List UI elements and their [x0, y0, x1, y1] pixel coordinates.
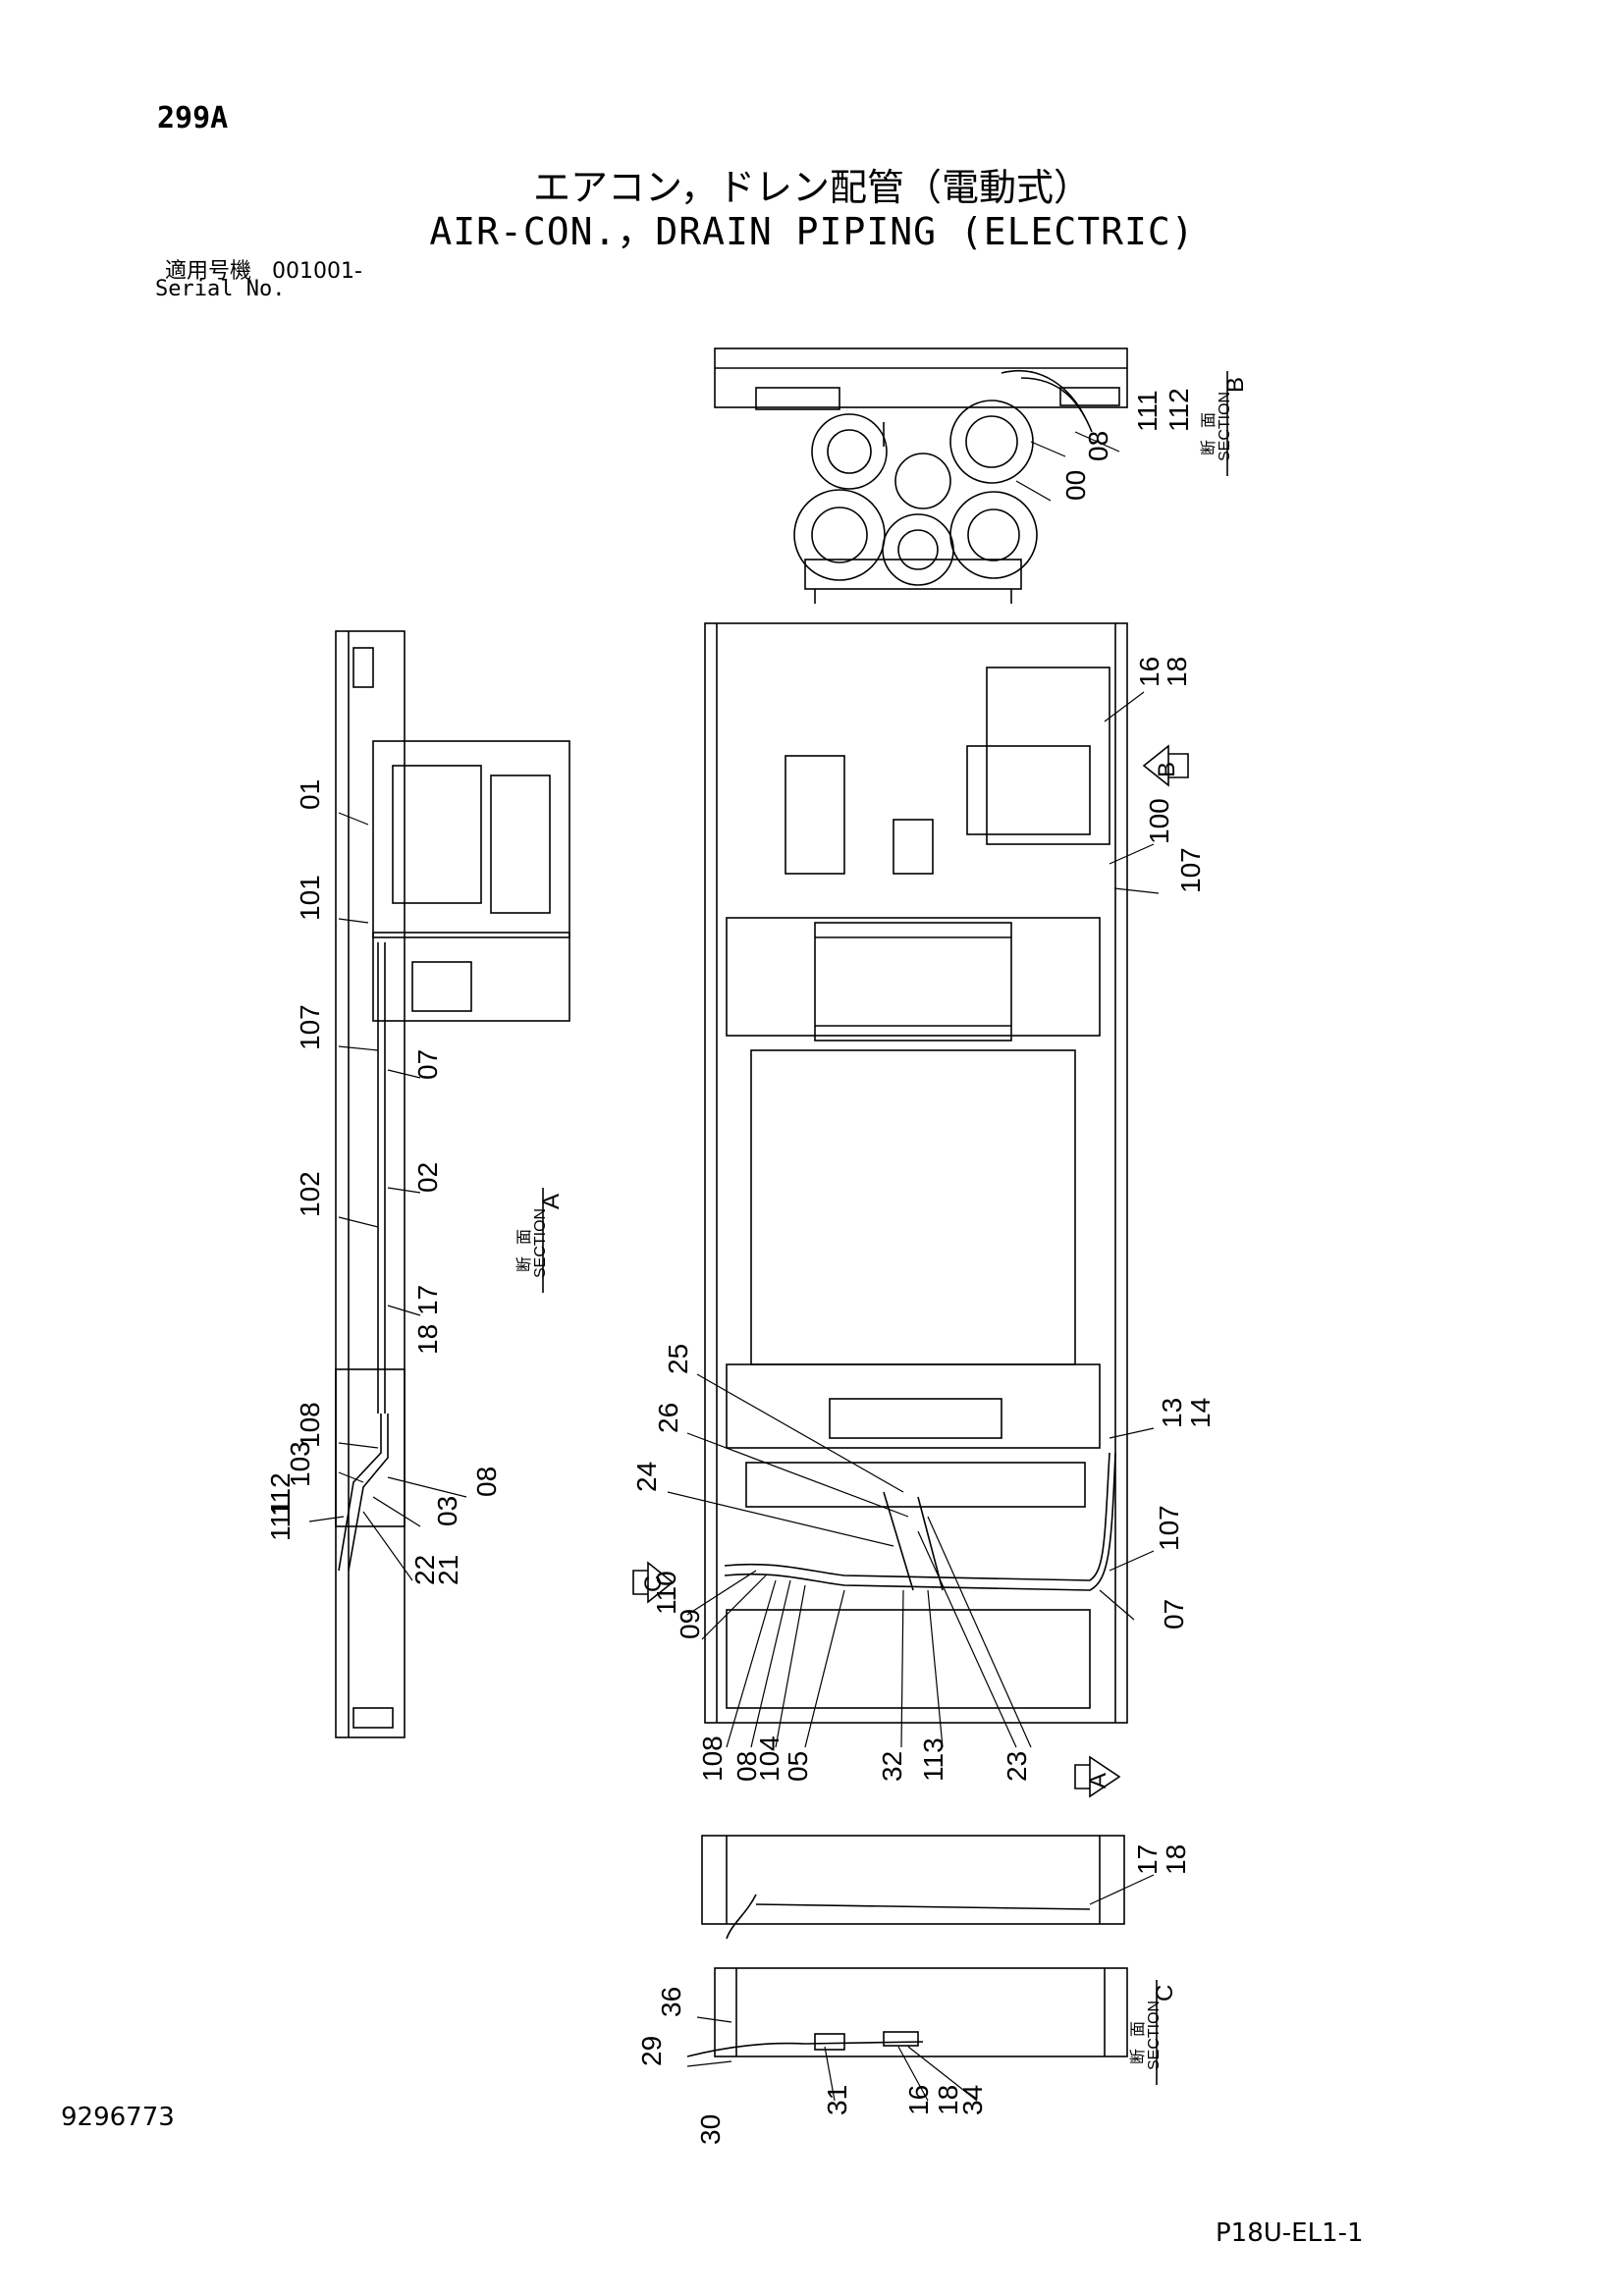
callout-main-right: 107: [1154, 1505, 1184, 1551]
callout-main-bottom: 32: [877, 1751, 907, 1782]
section-label-c: C SECTION 断 面: [1129, 1985, 1178, 2070]
page-number: 299A: [157, 101, 229, 135]
callout-section-c: 31: [822, 2085, 852, 2115]
serial-label-jp: 適用号機: [165, 259, 252, 284]
callout-left: 21: [433, 1555, 463, 1585]
callout-main-right: 100: [1144, 798, 1174, 844]
callout-main-right: 13: [1157, 1398, 1187, 1428]
section-label-b: B SECTION 断 面: [1200, 377, 1249, 461]
callout-section-c-a: 17: [1132, 1844, 1163, 1875]
callout-section-c: 18: [933, 2085, 963, 2115]
callout-main-bottom: 05: [783, 1751, 813, 1782]
sheet-code: P18U-EL1-1: [1216, 2218, 1364, 2248]
section-a-letter: A: [538, 1194, 565, 1209]
callout-main-bottom: 23: [1001, 1751, 1032, 1782]
arrow-b-letter: B: [1154, 762, 1180, 777]
callout-main-right: 14: [1185, 1398, 1216, 1428]
serial-value: 001001-: [272, 259, 362, 284]
section-b-kanji-men: 面: [1201, 412, 1218, 428]
top-view-drawing: [714, 347, 1128, 604]
callout-section-c: 36: [656, 1987, 686, 2017]
callout-left: 103: [285, 1441, 315, 1487]
callout-left: 111: [265, 1499, 296, 1541]
callout-main-right: 18: [1162, 657, 1192, 687]
callout-left: 03: [432, 1496, 462, 1526]
callout-top: 112: [1164, 388, 1194, 432]
callout-left: 07: [412, 1049, 443, 1080]
callout-left: 17: [412, 1285, 443, 1315]
section-a-view-drawing: [701, 1835, 1125, 1940]
section-label-a: A SECTION 断 面: [515, 1194, 565, 1278]
callout-section-c: 34: [957, 2085, 988, 2115]
callout-left: 101: [295, 875, 325, 921]
callout-main-left: 09: [675, 1609, 705, 1639]
callout-main-bottom: 108: [697, 1735, 728, 1782]
section-c-view-drawing: [686, 1967, 1128, 2057]
section-b-letter: B: [1222, 377, 1249, 393]
callout-main-right: 16: [1134, 657, 1164, 687]
section-c-kanji-men: 面: [1130, 2021, 1147, 2037]
callout-main-left: 110: [651, 1571, 681, 1615]
side-view-drawing: [335, 630, 570, 1738]
callout-left: 01: [295, 779, 325, 810]
callout-left: 18: [412, 1324, 443, 1355]
title-english: AIR-CON.，DRAIN PIPING (ELECTRIC): [429, 210, 1195, 253]
callout-left: 102: [295, 1171, 325, 1217]
callout-main-left: 24: [631, 1462, 662, 1492]
callout-left: 107: [295, 1004, 325, 1050]
callout-left: 02: [412, 1162, 443, 1193]
arrow-a-letter: A: [1085, 1773, 1111, 1789]
callout-main-left: 25: [663, 1344, 693, 1374]
section-arrows: [632, 744, 1189, 1798]
callout-main-left: 26: [653, 1403, 683, 1433]
section-b-word: SECTION: [1217, 392, 1233, 461]
leader-lines: [308, 431, 1160, 2102]
section-a-kanji-dan: 断: [515, 1256, 533, 1272]
title-japanese: エアコン，ドレン配管（電動式）: [532, 166, 1092, 209]
callout-section-c: 29: [636, 2036, 667, 2066]
section-c-letter: C: [1152, 1985, 1178, 2002]
section-a-kanji-men: 面: [516, 1229, 533, 1245]
callout-main-right: 07: [1159, 1599, 1189, 1629]
callout-main-bottom: 08: [731, 1751, 762, 1782]
callout-left: 08: [471, 1467, 502, 1497]
section-a-word: SECTION: [532, 1208, 549, 1278]
section-c-word: SECTION: [1146, 2001, 1163, 2070]
section-c-kanji-dan: 断: [1129, 2049, 1147, 2064]
callout-top: 111: [1132, 390, 1163, 432]
callout-main-right: 107: [1175, 847, 1206, 893]
serial-label-en: Serial No.: [155, 277, 286, 301]
arrow-c-letter: C: [640, 1575, 667, 1592]
callout-main-bottom: 113: [918, 1737, 948, 1782]
section-b-kanji-dan: 断: [1200, 440, 1218, 455]
document-number: 9296773: [61, 2103, 175, 2132]
serial-line-japanese: 適用号機 001001-: [165, 253, 362, 285]
callout-left: 22: [409, 1555, 440, 1585]
callout-top: 08: [1083, 431, 1113, 461]
main-view-drawing: [704, 622, 1128, 1724]
callout-section-c-a: 18: [1161, 1844, 1191, 1875]
callout-left: 112: [265, 1472, 296, 1517]
callout-main-bottom: 104: [754, 1735, 785, 1782]
callout-section-c: 16: [903, 2085, 934, 2115]
callout-section-c: 30: [695, 2114, 726, 2145]
callout-left: 108: [295, 1402, 325, 1448]
callout-top: 00: [1060, 470, 1091, 501]
